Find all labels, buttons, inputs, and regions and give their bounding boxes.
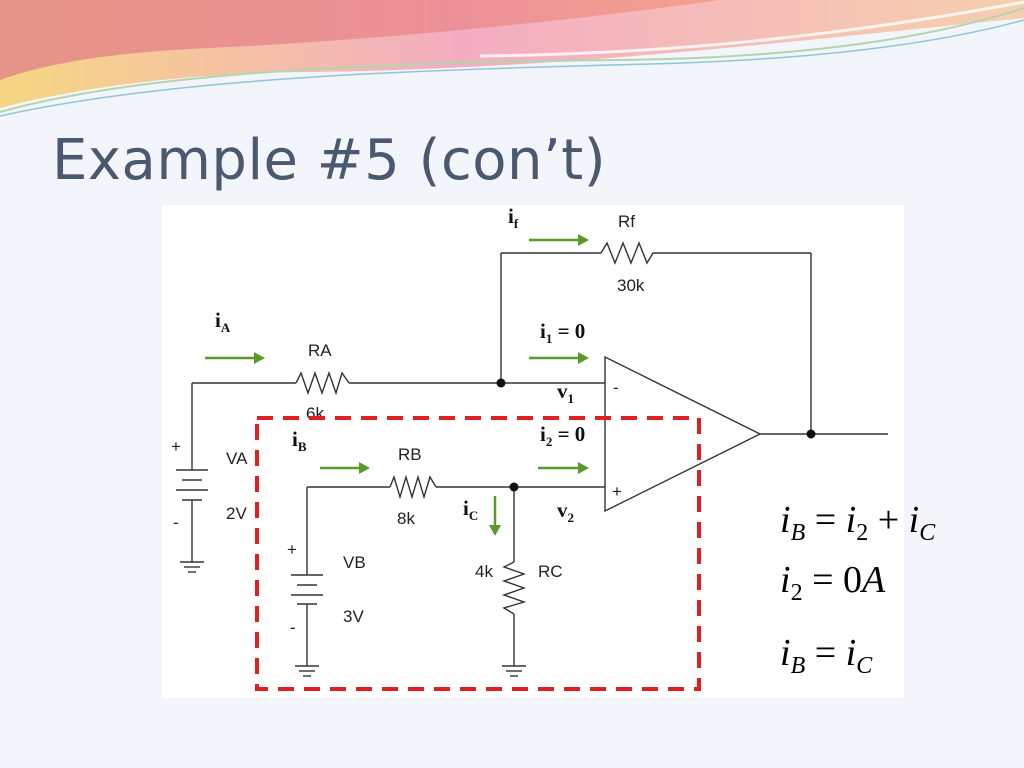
label-i2: i2 = 0 [540, 422, 585, 449]
resistor-rb: RB 8k [389, 445, 437, 528]
ground-rc [502, 665, 526, 677]
arrow-i2 [538, 462, 589, 474]
equations: iB = i2 + iC i2 = 0A iB = iC [780, 499, 936, 679]
schematic-panel [162, 205, 904, 698]
arrow-ia [205, 352, 265, 364]
highlight-box [255, 416, 701, 691]
vb-minus: - [290, 618, 296, 637]
vb-plus: + [287, 540, 297, 559]
header-waves [0, 0, 1024, 117]
opamp-inverting-sign: - [613, 378, 619, 397]
va-name: VA [226, 449, 248, 468]
wires [191, 252, 888, 666]
label-if: if [508, 204, 519, 231]
ra-name: RA [308, 341, 332, 360]
arrow-ib [320, 462, 370, 474]
ground-vb [295, 665, 319, 677]
label-ic: iC [463, 496, 478, 523]
rc-value: 4k [475, 562, 493, 581]
equation-2: i2 = 0A [780, 559, 886, 606]
op-amp: - + [604, 355, 762, 513]
ground-va [180, 561, 204, 573]
va-plus: + [171, 437, 181, 456]
equation-3: iB = iC [780, 632, 873, 679]
rf-value: 30k [617, 276, 645, 295]
label-v2: v2 [557, 498, 574, 525]
rb-value: 8k [397, 509, 415, 528]
label-v1: v1 [557, 379, 574, 406]
equation-1: iB = i2 + iC [780, 499, 936, 546]
voltage-source-va: + - VA 2V [171, 437, 248, 532]
arrow-ic [489, 496, 501, 536]
vb-value: 3V [343, 607, 364, 626]
arrow-i1 [529, 352, 589, 364]
voltage-source-vb: + - VB 3V [287, 540, 366, 637]
junction-dots [496, 378, 816, 492]
current-arrows [205, 234, 589, 536]
label-ib: iB [292, 427, 307, 454]
va-minus: - [173, 513, 179, 532]
slide-title: Example #5 (con’t) [52, 128, 607, 193]
ra-value: 6k [306, 404, 324, 423]
vb-name: VB [343, 553, 366, 572]
rf-name: Rf [618, 212, 635, 231]
resistor-rf: Rf 30k [600, 212, 657, 295]
label-i1: i1 = 0 [540, 319, 585, 346]
opamp-noninverting-sign: + [612, 482, 622, 501]
label-ia: iA [215, 308, 231, 335]
resistor-rc: RC 4k [475, 561, 563, 615]
rc-name: RC [538, 562, 563, 581]
circuit-labels: if iA i1 = 0 v1 iB i2 = 0 iC v2 [215, 204, 585, 525]
va-value: 2V [226, 504, 247, 523]
rb-name: RB [398, 445, 422, 464]
arrow-if [529, 234, 589, 246]
